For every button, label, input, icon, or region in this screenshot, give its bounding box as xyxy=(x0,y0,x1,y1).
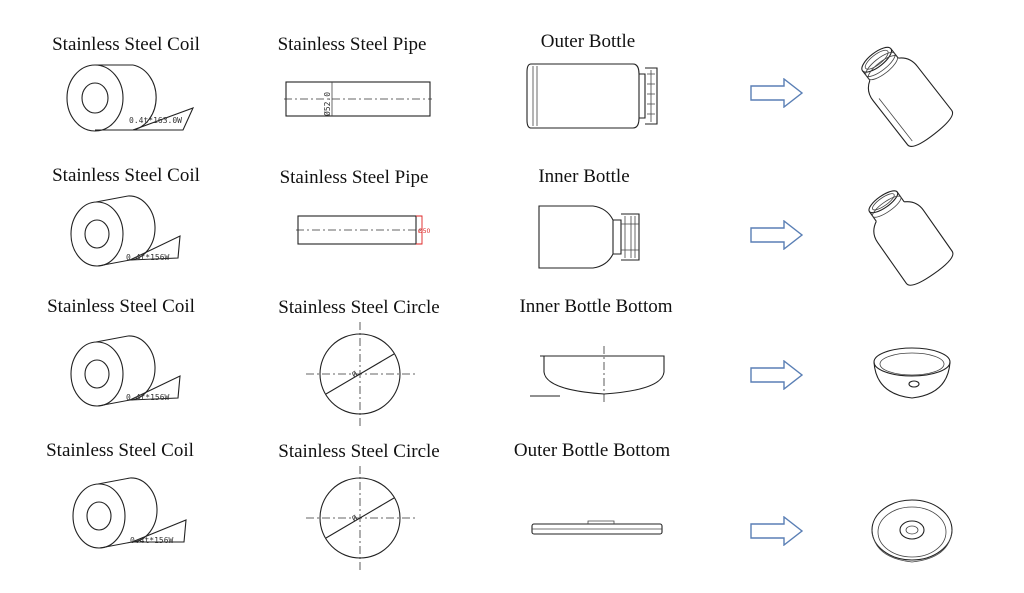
row3-coil-dim: 0.4t*156W xyxy=(126,393,170,402)
row1-coil-drawing: 0.4t*163.0W xyxy=(66,64,195,132)
row3-part-label: Inner Bottle Bottom xyxy=(519,296,673,317)
row2-coil-drawing: 0.4t*156W xyxy=(70,195,181,267)
row1-bottle-render xyxy=(861,46,954,147)
row4-arrow-icon xyxy=(750,515,804,551)
row2-pipe-dim: Ø50 xyxy=(418,228,431,235)
row3-circle-dim: Ø xyxy=(350,369,359,380)
row2-bottle-render xyxy=(868,190,954,286)
row1-part-label: Outer Bottle xyxy=(540,31,636,52)
row3-inner-bottom-drawing xyxy=(530,346,665,402)
row1-arrow-icon xyxy=(750,77,804,113)
row2-coil-dim: 0.4t*156W xyxy=(126,253,170,262)
row2-pipe-drawing: Ø50 xyxy=(296,215,431,245)
row2-inner-bottle-drawing xyxy=(538,205,640,269)
row4-coil-dim: 0.4t*156W xyxy=(130,536,174,545)
row1-blank-label: Stainless Steel Pipe xyxy=(277,34,427,55)
row4-part-label: Outer Bottle Bottom xyxy=(513,440,671,461)
row4-blank-label: Stainless Steel Circle xyxy=(278,441,440,462)
row1-coil-dim: 0.4t*163.0W xyxy=(129,116,182,125)
row3-bottom-render xyxy=(873,347,951,399)
row3-coil-label: Stainless Steel Coil xyxy=(47,296,195,317)
row3-circle-drawing: Ø xyxy=(306,322,416,426)
row3-coil-drawing: 0.4t*156W xyxy=(70,335,181,407)
row1-pipe-drawing: Ø52.0 xyxy=(284,81,432,117)
row3-arrow-icon xyxy=(750,359,804,395)
row2-coil-label: Stainless Steel Coil xyxy=(52,165,200,186)
row1-coil-label: Stainless Steel Coil xyxy=(52,34,200,55)
row4-circle-dim: Ø xyxy=(350,513,359,524)
row2-arrow-icon xyxy=(750,219,804,255)
row4-circle-drawing: Ø xyxy=(306,466,416,570)
row4-coil-drawing: 0.4t*156W xyxy=(72,477,187,549)
row3-blank-label: Stainless Steel Circle xyxy=(278,297,440,318)
row2-part-label: Inner Bottle xyxy=(538,166,630,187)
row4-coil-label: Stainless Steel Coil xyxy=(46,440,194,461)
row1-pipe-dim: Ø52.0 xyxy=(322,92,332,116)
row2-blank-label: Stainless Steel Pipe xyxy=(279,167,429,188)
row4-bottom-render xyxy=(871,499,953,563)
row4-outer-bottom-drawing xyxy=(531,520,663,535)
row1-outer-bottle-drawing xyxy=(526,63,658,129)
